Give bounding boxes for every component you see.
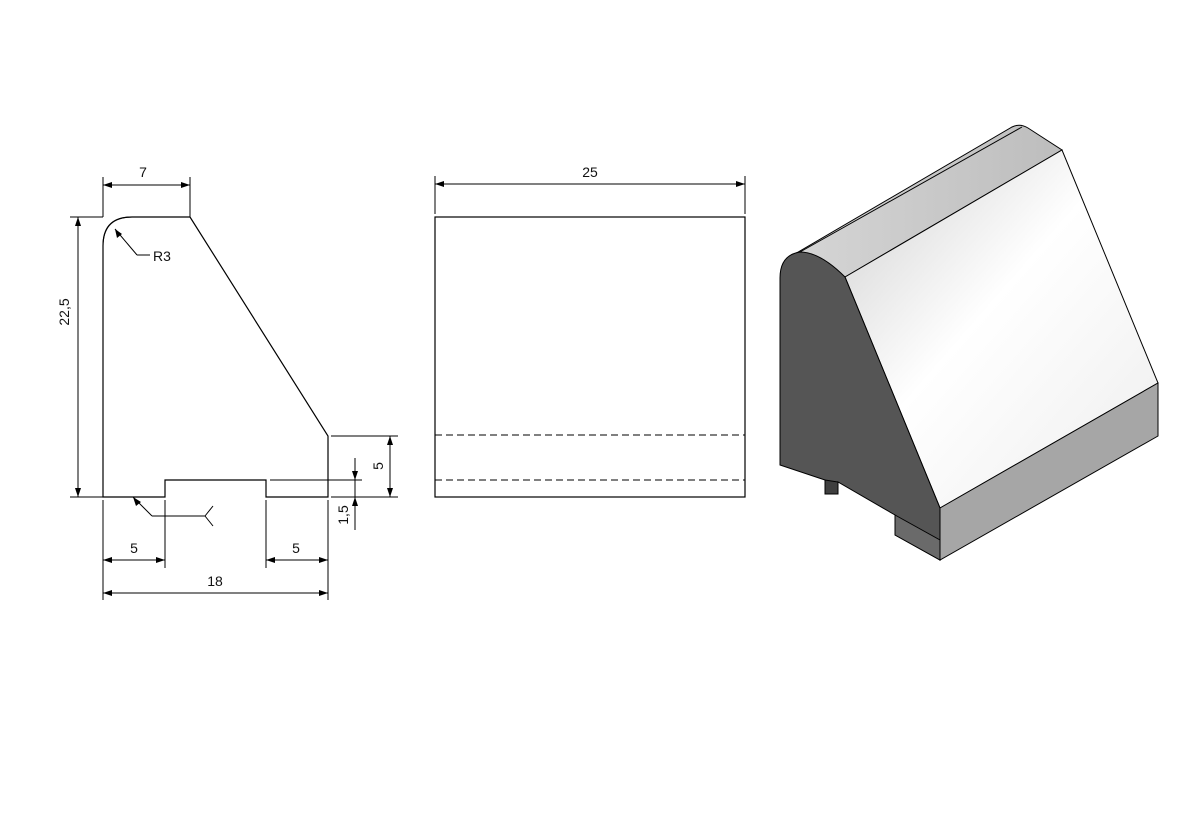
dim-groove-depth: 1,5 — [270, 458, 362, 530]
fillet-arc — [102, 216, 133, 247]
isometric-view — [779, 124, 1159, 561]
dim-length: 25 — [434, 164, 746, 214]
front-view: 25 — [434, 164, 746, 498]
dim-radius: R3 — [114, 228, 171, 264]
dim-groove-depth-label: 1,5 — [335, 505, 351, 525]
dim-step: 5 — [331, 435, 398, 498]
dim-radius-label: R3 — [153, 248, 171, 264]
dim-right-offset: 5 — [265, 500, 329, 600]
iso-groove-face — [824, 479, 839, 495]
dim-height: 22,5 — [56, 216, 103, 498]
dim-left-offset-label: 5 — [130, 540, 138, 556]
front-outline — [434, 216, 746, 498]
side-view: 7 22,5 R3 5 — [56, 164, 398, 600]
iso-notch-face — [894, 514, 941, 561]
dim-step-label: 5 — [370, 462, 386, 470]
dim-top-width: 7 — [102, 164, 191, 217]
surface-symbol — [132, 496, 214, 527]
dim-total-width: 18 — [103, 573, 328, 596]
dim-total-width-label: 18 — [207, 573, 223, 589]
dim-right-offset-label: 5 — [292, 540, 300, 556]
dim-left-offset: 5 — [102, 500, 166, 600]
side-profile-outline — [102, 216, 329, 498]
dim-length-label: 25 — [582, 164, 598, 180]
dim-top-width-label: 7 — [139, 164, 147, 180]
dim-height-label: 22,5 — [56, 298, 72, 325]
